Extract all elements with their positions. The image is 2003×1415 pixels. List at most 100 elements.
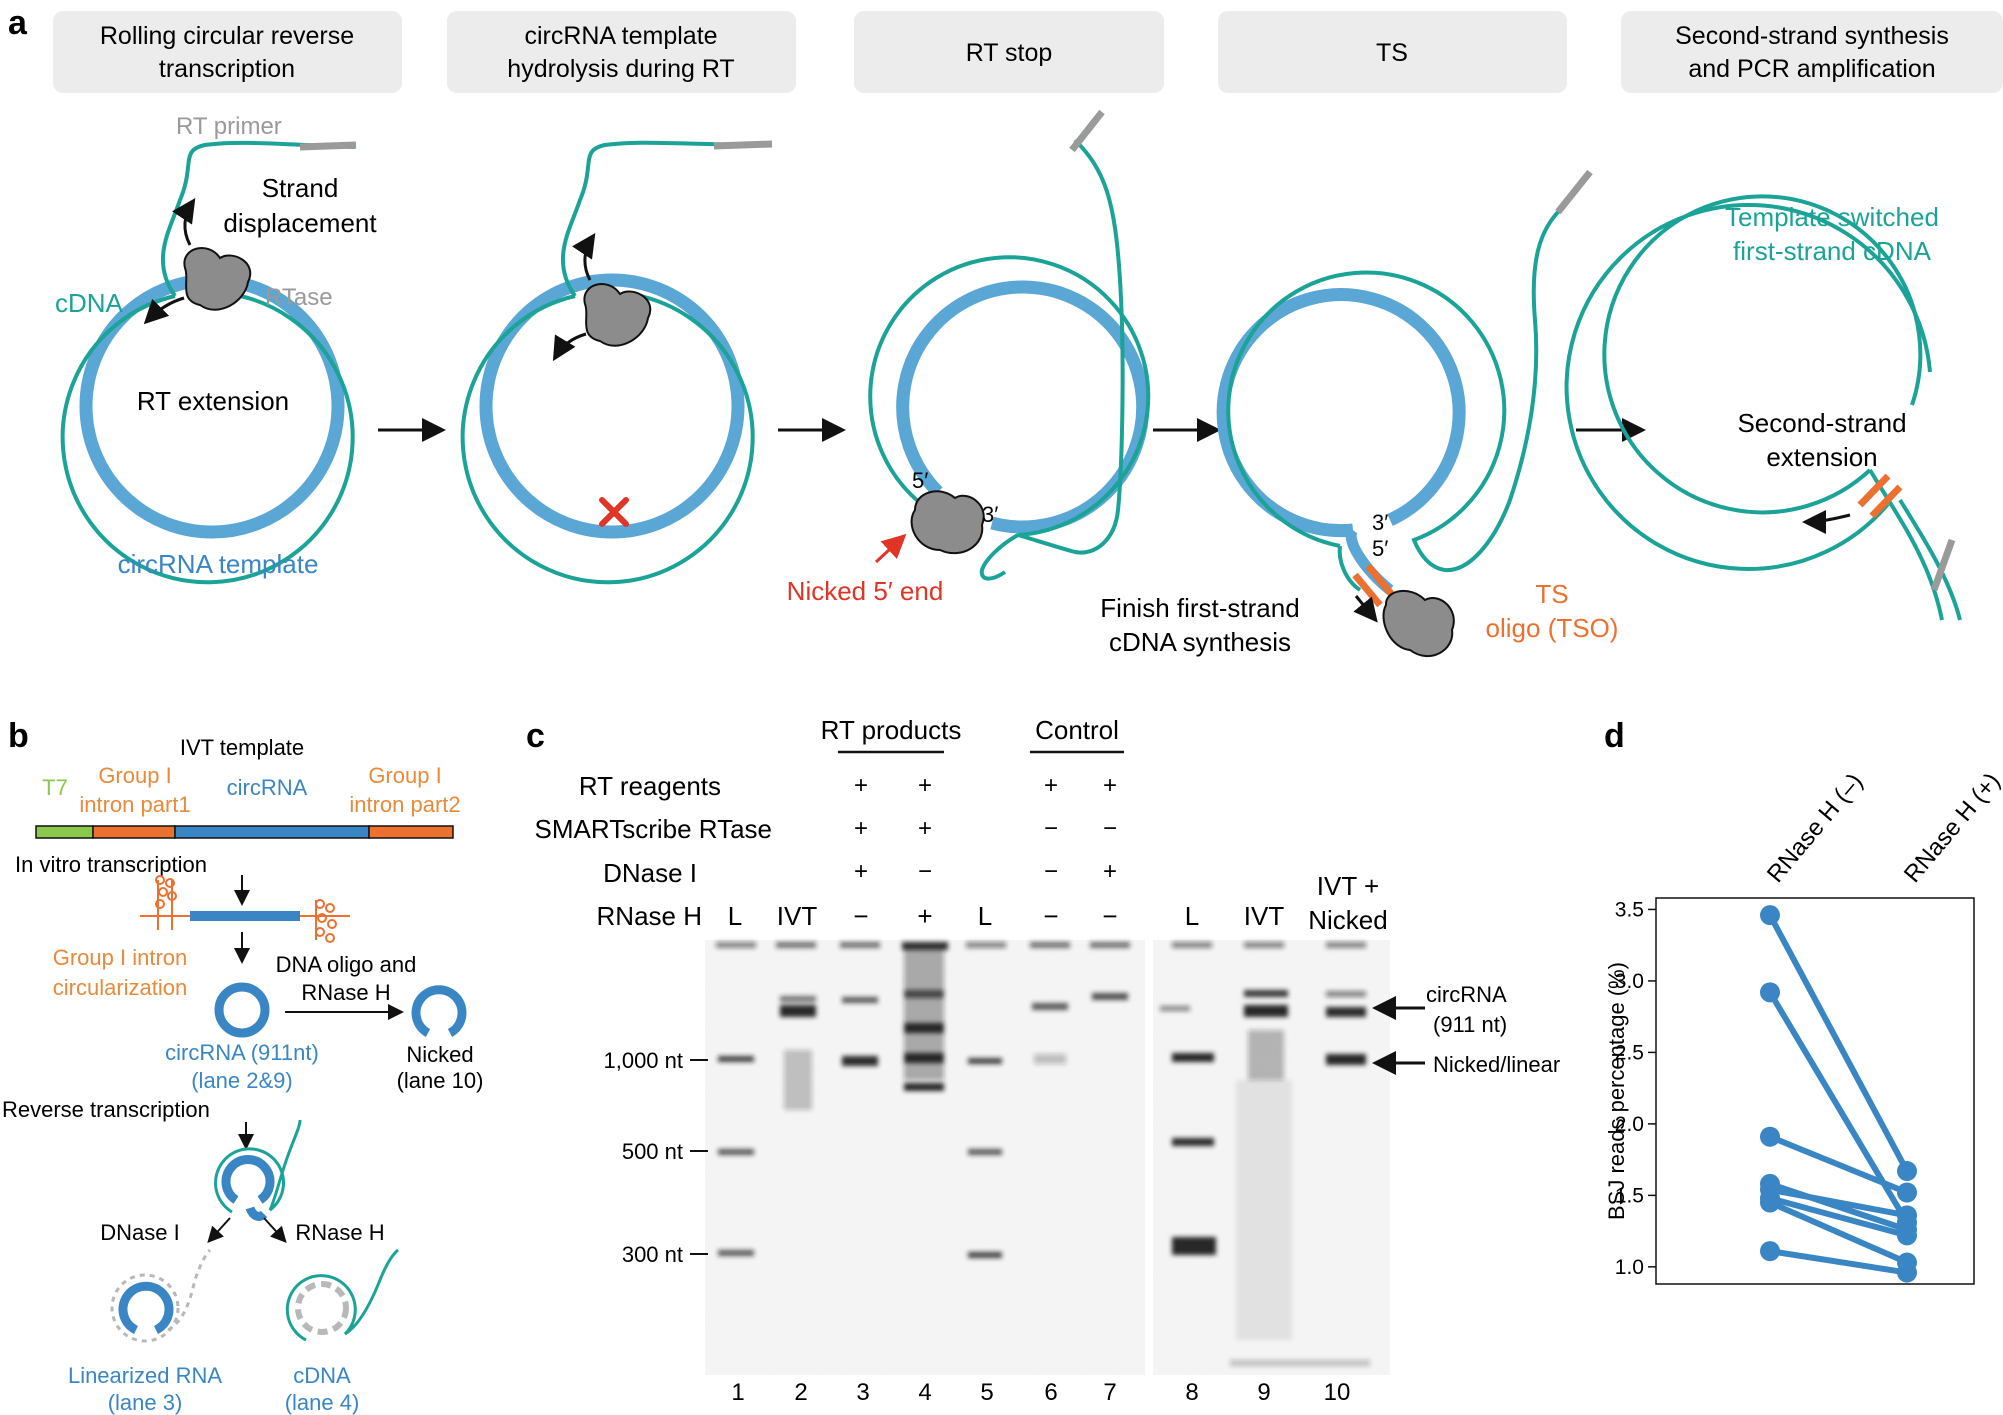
nicked-arrow — [874, 533, 907, 564]
cdna-strand-3 — [868, 138, 1151, 555]
data-point-0-minus — [1760, 905, 1780, 926]
rev-tx-label: Reverse transcription — [2, 1097, 210, 1122]
circrna-ring-b — [214, 982, 270, 1038]
in-vitro-label: In vitro transcription — [15, 852, 207, 877]
ivt-template-bar — [35, 825, 454, 839]
data-point-7-plus — [1897, 1262, 1917, 1283]
lane-number-8: 8 — [1185, 1379, 1198, 1406]
rt-products-label: RT products — [821, 715, 962, 745]
t7-label: T7 — [42, 775, 68, 800]
rtase-blob-3 — [910, 490, 985, 555]
rtase-label: RTase — [265, 284, 333, 311]
lane-number-10: 10 — [1324, 1379, 1351, 1406]
y-axis: 1.01.52.02.53.03.5 — [1615, 898, 1656, 1279]
y-tick-label-5: 3.5 — [1615, 898, 1644, 921]
panel-d-letter: d — [1604, 717, 1625, 755]
gel-left — [705, 940, 1145, 1375]
step-5-diagram: Template switched first-strand cDNA Seco… — [1564, 194, 1962, 621]
cdna-tail — [160, 140, 356, 298]
lane-head-10b: Nicked — [1308, 905, 1387, 935]
plot-frame — [1655, 897, 1975, 1285]
lin-label-1: Linearized RNA — [68, 1363, 222, 1388]
step-1-line-1: Rolling circular reverse — [100, 22, 354, 50]
tso-5a — [1857, 473, 1891, 508]
step-1-diagram: RT primer Strand displacement cDNA RTase… — [55, 113, 377, 585]
lane-number-2: 2 — [794, 1379, 807, 1406]
rtase-blob-2 — [583, 283, 652, 347]
lane-head-8: L — [1185, 901, 1199, 931]
y-tick-label-2: 2.0 — [1615, 1113, 1644, 1136]
circrna-template-label: circRNA template — [118, 549, 319, 579]
rtase-blob-4 — [1382, 590, 1455, 657]
cdna-label: cDNA — [55, 288, 124, 318]
cdna-label-b1: cDNA — [293, 1363, 351, 1388]
rt-primer — [299, 141, 357, 151]
marker-1000: 1,000 nt — [603, 1048, 683, 1073]
dnase-arrow — [207, 1217, 231, 1243]
marker-500: 500 nt — [622, 1139, 683, 1164]
second-strand-arrow — [1802, 509, 1851, 534]
lane-number-5: 5 — [980, 1379, 993, 1406]
dna-oligo-label-2: RNase H — [301, 980, 390, 1005]
step-box-4: TS — [1218, 11, 1567, 93]
circ-911-label-1: circRNA (911nt) — [165, 1040, 319, 1065]
ivt-template-label: IVT template — [180, 735, 304, 760]
step-box-3: RT stop — [854, 11, 1164, 93]
step-5-line-1: Second-strand synthesis — [1675, 22, 1949, 50]
group1-label-a: Group I — [98, 763, 171, 788]
cdna-strand-2 — [460, 292, 755, 585]
group1-label-b: Group I — [368, 763, 441, 788]
nicked-ring-b — [411, 985, 467, 1037]
lane-head-10a: IVT + — [1317, 871, 1379, 901]
extension-arrow — [143, 296, 185, 325]
panel-a-letter: a — [8, 4, 28, 42]
lane-headers: L IVT − + L − − L IVT IVT + Nicked — [728, 871, 1388, 935]
gi-circ-label-2: circularization — [53, 975, 188, 1000]
circ-911-label-2: (lane 2&9) — [191, 1068, 293, 1093]
data-point-4-plus — [1897, 1205, 1917, 1226]
cdna-product — [285, 1248, 400, 1342]
lane-head-9: IVT — [1244, 901, 1285, 931]
second-strand — [1564, 203, 1932, 571]
lane-head-6: − — [1043, 901, 1058, 931]
intron-part1-label: intron part1 — [79, 792, 190, 817]
sign-ctrl-1-1: + — [1044, 772, 1058, 799]
step-2-line-1: circRNA template — [524, 22, 717, 50]
circrna-ring-2 — [479, 273, 745, 539]
strand-label-1: Strand — [262, 173, 339, 203]
sign-rt-2-2: + — [918, 815, 932, 842]
tso-5b — [1869, 484, 1903, 519]
lane-numbers: 1 2 3 4 5 6 7 8 9 10 — [731, 1379, 1350, 1406]
rtase-blob — [183, 247, 252, 311]
data-point-5-plus — [1897, 1225, 1917, 1246]
data-point-1-minus — [1760, 982, 1780, 1003]
lane-number-3: 3 — [856, 1379, 869, 1406]
cdna-label-b2: (lane 4) — [285, 1390, 360, 1415]
circrna-label-b: circRNA — [227, 775, 308, 800]
finish-arrow — [1353, 595, 1378, 623]
gel-right — [1153, 940, 1390, 1375]
control-label: Control — [1035, 715, 1119, 745]
rt-primer-3 — [1069, 109, 1105, 153]
y-tick-label-1: 1.5 — [1615, 1184, 1644, 1207]
lane-head-1: L — [728, 901, 742, 931]
panel-c: c RT products Control RT reagents SMARTs… — [526, 715, 1560, 1406]
row-label-rt: RT reagents — [579, 771, 721, 801]
sign-matrix: + + + + + − + + − − − + — [854, 772, 1117, 885]
lane-number-6: 6 — [1044, 1379, 1057, 1406]
second-label-2: extension — [1766, 442, 1877, 472]
nicked-end-label: Nicked 5′ end — [787, 576, 944, 606]
lane-head-5: L — [978, 901, 992, 931]
series-line-6 — [1768, 1199, 1909, 1266]
lane-head-2: IVT — [777, 901, 818, 931]
step-box-1: Rolling circular reverse transcription — [53, 11, 402, 93]
sign-rt-3-1: + — [854, 858, 868, 885]
data-point-6-minus — [1760, 1192, 1780, 1213]
step-2-line-2: hydrolysis during RT — [507, 55, 734, 83]
nicked-band-label: Nicked/linear — [1433, 1052, 1560, 1077]
ts-label-2: oligo (TSO) — [1486, 613, 1619, 643]
lane-number-1: 1 — [731, 1379, 744, 1406]
cdna-end-4 — [1337, 545, 1362, 592]
circrna-band-label-1: circRNA — [1426, 982, 1507, 1007]
